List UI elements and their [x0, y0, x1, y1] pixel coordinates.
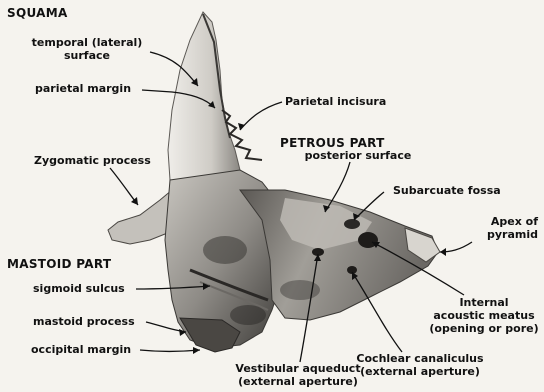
- label-parietal-incisura: Parietal incisura: [285, 96, 386, 108]
- label-sigmoid-sulcus: sigmoid sulcus: [33, 283, 125, 295]
- label-apex-2: pyramid: [476, 229, 538, 241]
- section-mastoid-part: MASTOID PART: [7, 258, 111, 270]
- label-occipital-margin: occipital margin: [31, 344, 131, 356]
- label-temporal-surface-2: surface: [22, 50, 152, 62]
- label-apex-1: Apex of: [476, 216, 538, 228]
- label-mastoid-process: mastoid process: [33, 316, 135, 328]
- leader-zygomatic: [110, 168, 138, 205]
- label-parietal-margin: parietal margin: [35, 83, 131, 95]
- label-subarcuate-fossa: Subarcuate fossa: [393, 185, 501, 197]
- squama-blade: [168, 12, 240, 192]
- label-cochlear-2: (external aperture): [350, 366, 490, 378]
- label-cochlear-1: Cochlear canaliculus: [350, 353, 490, 365]
- leader-parietal-incisura: [240, 102, 282, 130]
- subarcuate-fossa-pit: [344, 219, 360, 229]
- section-squama: SQUAMA: [7, 7, 68, 19]
- section-petrous-part: PETROUS PART: [280, 137, 380, 149]
- label-internal-meatus-2: acoustic meatus: [428, 310, 540, 322]
- leader-occipital-margin: [140, 350, 200, 352]
- label-temporal-surface-1: temporal (lateral): [22, 37, 152, 49]
- label-internal-meatus-3: (opening or pore): [428, 323, 540, 335]
- label-vestibular-2: (external aperture): [228, 376, 368, 388]
- label-vestibular-1: Vestibular aqueduct: [228, 363, 368, 375]
- label-zygomatic-process: Zygomatic process: [34, 155, 151, 167]
- label-posterior-surface: posterior surface: [290, 150, 426, 162]
- label-internal-meatus-1: Internal: [428, 297, 540, 309]
